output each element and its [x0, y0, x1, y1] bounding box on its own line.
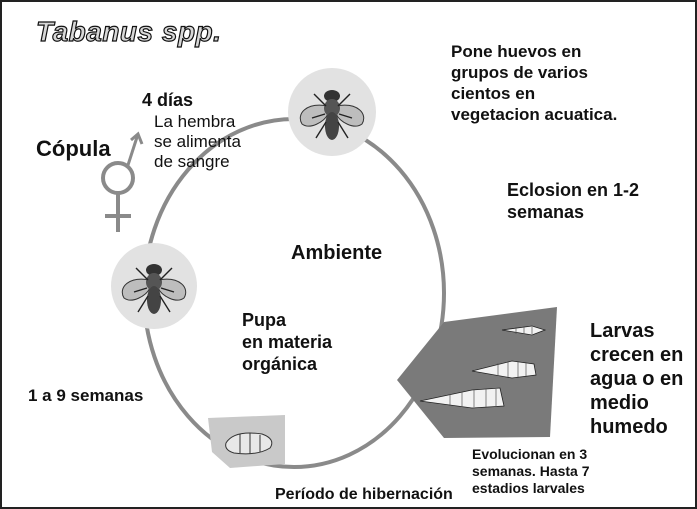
- evolution-text-1: Evolucionan en 3: [472, 446, 588, 462]
- female-symbol-icon: [101, 161, 135, 232]
- larvae-text-4: medio: [590, 392, 649, 414]
- eggs-text-2: grupos de varios: [451, 63, 588, 82]
- female-feeding-text-1: La hembra: [154, 112, 236, 131]
- pupa-icon: [208, 415, 285, 468]
- hatch-text-1: Eclosion en 1-2: [507, 180, 640, 200]
- center-label: Ambiente: [291, 242, 383, 264]
- adult-stage-duration: 1 a 9 semanas: [28, 386, 144, 405]
- female-feeding-text-3: de sangre: [154, 152, 230, 171]
- copula-label: Cópula: [36, 136, 111, 161]
- larvae-text-3: agua o en: [590, 368, 684, 390]
- pupa-text-1: Pupa: [242, 310, 287, 330]
- larvae-text-1: Larvas: [590, 320, 655, 342]
- eggs-text-1: Pone huevos en: [451, 42, 582, 61]
- larvae-text-2: crecen en: [590, 344, 684, 366]
- hibernation-label: Período de hibernación: [275, 486, 453, 503]
- fly-icon: [288, 68, 376, 156]
- pupa-text-2: en materia: [242, 332, 333, 352]
- evolution-text-2: semanas. Hasta 7: [472, 463, 590, 479]
- fly-icon: [111, 243, 197, 329]
- evolution-text-3: estadios larvales: [472, 480, 585, 496]
- larvae-text-5: humedo: [590, 416, 668, 438]
- male-arrow-icon: [126, 131, 144, 166]
- eggs-text-3: cientos en: [451, 84, 536, 103]
- days-label: 4 días: [142, 90, 194, 110]
- page-title: Tabanus spp.: [35, 15, 222, 47]
- female-feeding-text-2: se alimenta: [154, 132, 241, 151]
- larvae-icon: [397, 307, 557, 438]
- hatch-text-2: semanas: [507, 202, 585, 222]
- eggs-text-4: vegetacion acuatica.: [451, 105, 618, 124]
- pupa-text-3: orgánica: [242, 354, 318, 374]
